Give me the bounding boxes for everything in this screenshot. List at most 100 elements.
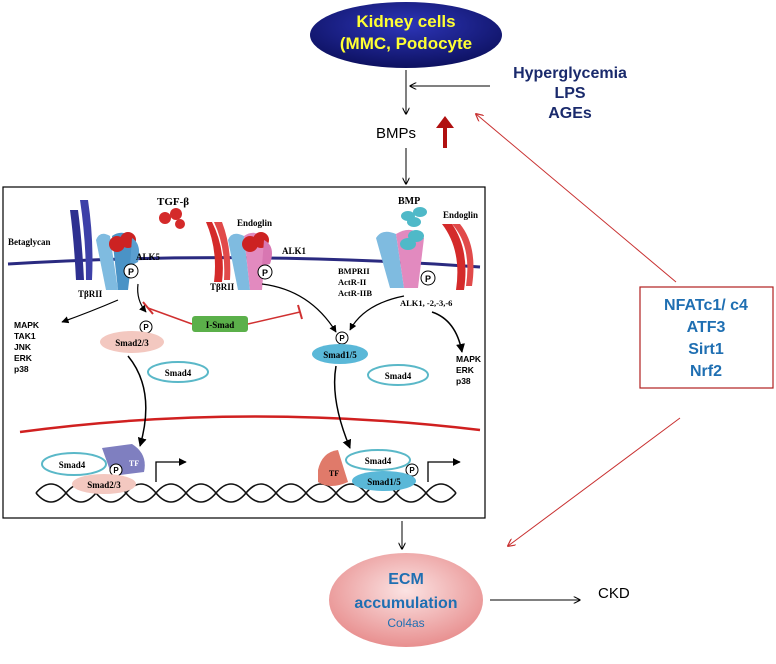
tgf-beta-label: TGF-β [157, 196, 189, 208]
svg-text:ERK: ERK [14, 353, 33, 363]
left-kinase-list: MAPK TAK1 JNK ERK p38 [14, 320, 40, 374]
svg-text:P: P [128, 267, 134, 277]
stimuli-list: Hyperglycemia LPS AGEs [513, 65, 627, 122]
ecm-title: ECM [388, 571, 424, 588]
nuclear-membrane [19, 415, 481, 434]
svg-text:Smad4: Smad4 [385, 371, 412, 381]
tf-atf3: ATF3 [687, 319, 726, 336]
bmp-ligand [401, 207, 427, 227]
stimulus-hyperglycemia: Hyperglycemia [513, 65, 627, 82]
tf-sirt1: Sirt1 [688, 341, 724, 358]
smad4-cytoplasm-left: Smad4 [147, 361, 209, 383]
endoglin-right-label: Endoglin [443, 210, 478, 220]
ckd-label: CKD [598, 585, 630, 602]
smad4-cytoplasm-right: Smad4 [367, 364, 429, 386]
tbrii-mid-label: TβRII [210, 282, 235, 292]
left-nuclear-arrow [127, 355, 147, 447]
svg-text:Smad2/3: Smad2/3 [115, 338, 149, 348]
svg-text:TF: TF [129, 459, 139, 468]
right-kinase-arrow [431, 311, 465, 353]
i-smad-inhibition-left [142, 301, 193, 325]
right-kinase-list: MAPK ERK p38 [456, 354, 482, 386]
phospho-receptor-right: P [420, 270, 436, 286]
svg-text:P: P [339, 334, 345, 343]
bmps-label: BMPs [376, 125, 416, 142]
svg-text:P: P [143, 323, 149, 332]
ecm-subtitle: accumulation [354, 595, 457, 612]
up-arrow-icon [436, 116, 454, 148]
endoglin-left-label: Endoglin [237, 218, 272, 228]
svg-text:Smad2/3: Smad2/3 [87, 480, 121, 490]
nuclear-smad15: Smad1/5 [352, 471, 416, 491]
phospho-smad23: P [139, 320, 153, 334]
actrii-label: ActR-II [338, 277, 367, 287]
bmpr-receptor-complex [376, 229, 424, 288]
svg-text:I-Smad: I-Smad [206, 320, 235, 330]
tf-nfatc: NFATc1/ c4 [664, 297, 748, 314]
nuclear-phospho-left: P [109, 463, 123, 477]
alk1-to-smad15-arrow [261, 283, 337, 333]
tf-to-bmps-arrow [476, 114, 677, 283]
svg-text:P: P [113, 466, 119, 475]
svg-text:MAPK: MAPK [456, 354, 482, 364]
nuclear-smad4-left: Smad4 [41, 452, 107, 476]
phospho-smad15: P [335, 331, 349, 345]
right-nuclear-arrow [333, 365, 352, 449]
svg-text:P: P [262, 268, 268, 278]
svg-text:Smad1/5: Smad1/5 [323, 350, 357, 360]
left-kinase-arrow [61, 299, 119, 324]
kidney-cells-node: Kidney cells (MMC, Podocyte [310, 2, 502, 68]
alk1-label: ALK1 [282, 246, 307, 256]
stimulus-lps: LPS [554, 85, 585, 102]
svg-text:P: P [425, 274, 431, 284]
svg-text:ERK: ERK [456, 365, 475, 375]
svg-text:Smad4: Smad4 [365, 456, 392, 466]
alk-types-label: ALK1, -2,-3,-6 [400, 298, 452, 308]
kidney-cells-subtitle: (MMC, Podocyte [340, 34, 472, 53]
svg-text:TF: TF [329, 469, 339, 478]
bmp-label: BMP [398, 196, 420, 207]
ecm-col4as: Col4as [387, 616, 424, 630]
smad15-cytoplasm: Smad1/5 [312, 344, 368, 364]
svg-text:p38: p38 [14, 364, 29, 374]
kidney-cells-title: Kidney cells [356, 12, 455, 31]
tbrii-left-label: TβRII [78, 289, 103, 299]
svg-text:P: P [409, 466, 415, 475]
actriib-label: ActR-IIB [338, 288, 372, 298]
nuclear-phospho-right: P [405, 463, 419, 477]
smad23-cytoplasm: Smad2/3 [100, 331, 164, 353]
transcription-factor-box: NFATc1/ c4 ATF3 Sirt1 Nrf2 [639, 286, 774, 389]
signaling-pathway-panel: Betaglycan TGF-β ALK5 TβRII P Endoglin [2, 186, 486, 519]
svg-text:Smad4: Smad4 [59, 460, 86, 470]
svg-text:JNK: JNK [14, 342, 32, 352]
svg-text:MAPK: MAPK [14, 320, 40, 330]
bmprii-label: BMPRII [338, 266, 370, 276]
betaglycan-label: Betaglycan [8, 237, 51, 247]
endoglin-right [442, 224, 474, 290]
tf-right: TF [318, 450, 348, 486]
transcription-start-right [427, 458, 461, 482]
i-smad-inhibition-right [247, 304, 303, 325]
transcription-start-left [155, 458, 187, 482]
phospho-receptor-left: P [123, 263, 139, 279]
i-smad: I-Smad [192, 316, 248, 332]
endoglin-left [206, 222, 231, 282]
svg-text:p38: p38 [456, 376, 471, 386]
svg-text:Smad4: Smad4 [165, 368, 192, 378]
alk5-label: ALK5 [136, 252, 161, 262]
tf-to-ecm-arrow [508, 417, 681, 546]
betaglycan-receptor [70, 200, 93, 280]
svg-text:TAK1: TAK1 [14, 331, 36, 341]
bmpr-to-smad15-arrow [349, 295, 405, 331]
tf-nrf2: Nrf2 [690, 363, 722, 380]
phospho-receptor-mid: P [257, 264, 273, 280]
nuclear-smad4-right: Smad4 [345, 449, 411, 471]
stimulus-ages: AGEs [548, 105, 592, 122]
alk5-to-smad23-arrow [137, 283, 147, 313]
nuclear-smad23: Smad2/3 [72, 474, 136, 494]
ecm-node: ECM accumulation Col4as [329, 553, 483, 647]
alk1-receptor-complex [228, 232, 272, 290]
svg-text:Smad1/5: Smad1/5 [367, 477, 401, 487]
tgf-beta-ligand [159, 208, 185, 229]
